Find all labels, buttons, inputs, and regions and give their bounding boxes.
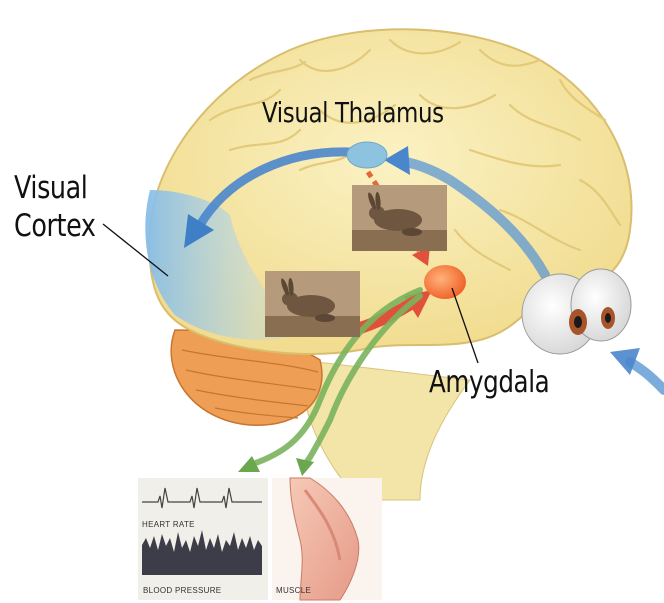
amygdala-node xyxy=(424,265,466,299)
blood-pressure-label: BLOOD PRESSURE xyxy=(143,586,221,595)
rabbit-photo-top xyxy=(352,185,447,251)
amygdala-label: Amygdala xyxy=(429,365,549,400)
muscle-panel xyxy=(272,478,382,600)
muscle-label: MUSCLE xyxy=(276,586,311,595)
heart-rate-label: HEART RATE xyxy=(142,520,195,529)
visual-cortex-label-line1: Visual xyxy=(14,170,87,206)
visual-thalamus-label: Visual Thalamus xyxy=(262,96,444,129)
rabbit-photo-bottom xyxy=(265,271,360,337)
visual-thalamus-node xyxy=(347,142,387,168)
incoming-light-arrow xyxy=(610,348,664,390)
eyes-icon xyxy=(522,269,631,354)
heart-rate-panel xyxy=(138,478,268,600)
visual-cortex-label-line2: Cortex xyxy=(14,208,96,244)
